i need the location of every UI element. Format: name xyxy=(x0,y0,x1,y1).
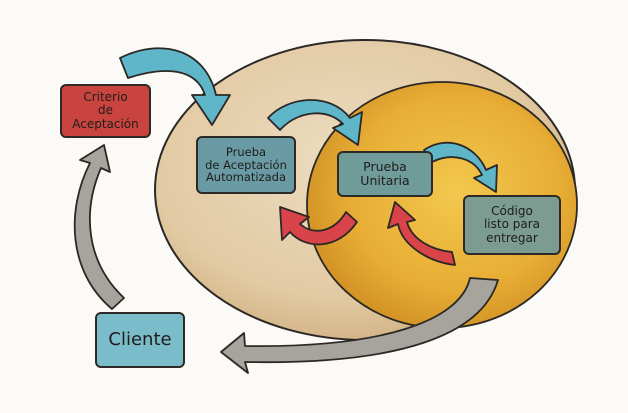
arrow-client-to-criteria xyxy=(73,144,125,310)
arrow-code-to-client xyxy=(220,277,499,374)
arrow-unit-to-code xyxy=(423,141,498,193)
automated-acceptance-test-box: Prueba de Aceptación Automatizada xyxy=(196,136,296,194)
arrow-code-back-to-unit xyxy=(387,201,456,266)
unit-test-box: Prueba Unitaria xyxy=(337,151,433,197)
arrow-acceptance-to-unit xyxy=(267,99,363,146)
shippable-code-box: Código listo para entregar xyxy=(463,195,561,255)
arrow-unit-back-to-acceptance xyxy=(279,206,358,246)
acceptance-criteria-box: Criterio de Aceptación xyxy=(60,84,151,138)
client-box: Cliente xyxy=(95,312,185,368)
arrow-criteria-to-acceptance xyxy=(119,47,231,126)
